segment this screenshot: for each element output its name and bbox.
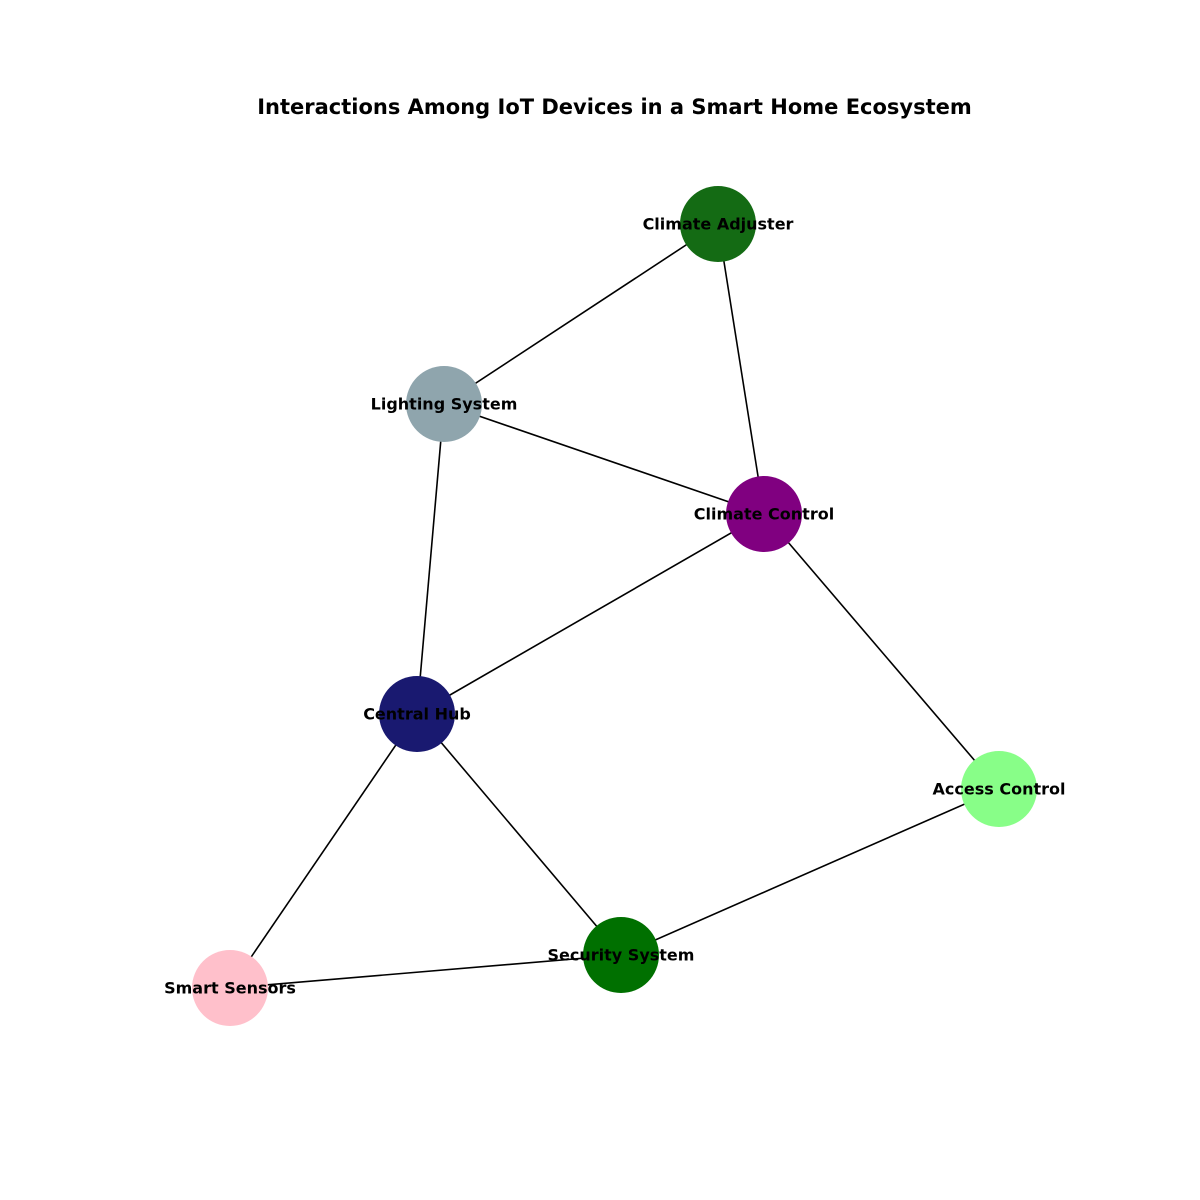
node-lighting-system: [406, 366, 482, 442]
node-smart-sensors: [192, 950, 268, 1026]
edge-central-hub-smart-sensors: [229, 713, 418, 989]
nodes-layer: [192, 186, 1037, 1026]
node-central-hub: [379, 676, 455, 752]
edge-security-system-smart-sensors: [229, 954, 622, 989]
node-label-climate-adjuster: Climate Adjuster: [643, 215, 794, 234]
edge-climate-adjuster-climate-control: [717, 223, 765, 515]
edge-access-control-security-system: [620, 788, 1000, 956]
node-security-system: [583, 917, 659, 993]
node-label-access-control: Access Control: [933, 780, 1066, 799]
node-label-smart-sensors: Smart Sensors: [164, 979, 296, 998]
node-label-climate-control: Climate Control: [694, 505, 834, 524]
edges-layer: [229, 223, 1000, 989]
node-access-control: [961, 751, 1037, 827]
edge-central-hub-security-system: [416, 713, 622, 956]
node-label-security-system: Security System: [548, 946, 695, 965]
edge-climate-control-access-control: [763, 513, 1000, 790]
node-label-central-hub: Central Hub: [363, 705, 471, 724]
edge-lighting-system-central-hub: [416, 403, 445, 715]
node-label-lighting-system: Lighting System: [371, 395, 518, 414]
edge-climate-control-central-hub: [416, 513, 765, 715]
edge-lighting-system-climate-control: [443, 403, 765, 515]
edge-climate-adjuster-lighting-system: [443, 223, 719, 405]
diagram-title: Interactions Among IoT Devices in a Smar…: [257, 95, 972, 119]
node-climate-adjuster: [680, 186, 756, 262]
node-climate-control: [726, 476, 802, 552]
